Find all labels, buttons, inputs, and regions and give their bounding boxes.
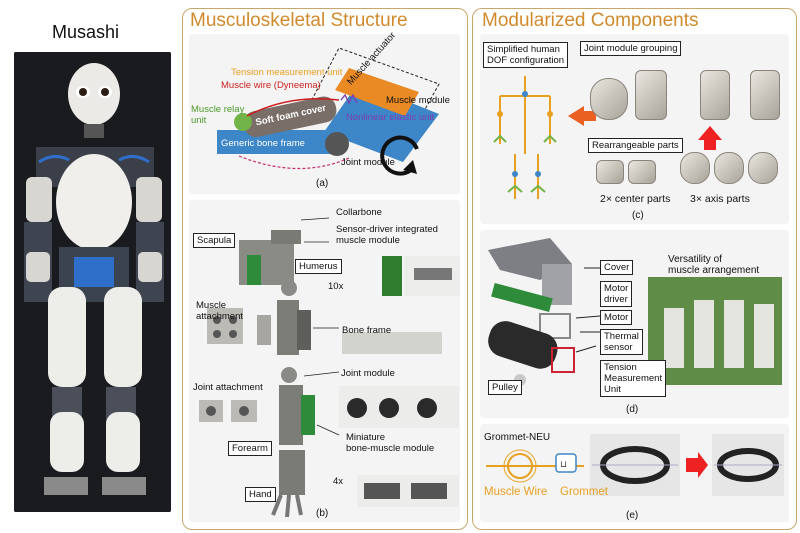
center-part-2 — [628, 160, 656, 184]
label-bone-frame-b: Bone frame — [342, 325, 392, 336]
diagram-b-illustration — [199, 217, 460, 518]
label-hand: Hand — [245, 487, 276, 502]
svg-text:⊔: ⊔ — [560, 459, 567, 469]
axis-part-2 — [714, 152, 744, 184]
label-scapula: Scapula — [193, 233, 236, 248]
label-bone-frame: Generic bone frame — [221, 138, 305, 149]
label-joint-module-b: Joint module — [341, 368, 395, 379]
label-tension: Tension Measurement Unit — [600, 360, 667, 397]
label-cover: Cover — [600, 260, 634, 275]
label-muscle-relay: Muscle relay unit — [191, 104, 245, 126]
label-pulley: Pulley — [488, 380, 522, 395]
diagram-d-illustration — [488, 238, 782, 386]
label-humerus: Humerus — [295, 259, 342, 274]
caption-e: (e) — [626, 510, 639, 521]
modularized-title: Modularized Components — [482, 10, 699, 31]
joint-group-part-4 — [750, 70, 780, 120]
label-forearm: Forearm — [228, 441, 272, 456]
axis-part-3 — [748, 152, 778, 184]
label-sensor-driver: Sensor-driver integrated muscle module — [336, 224, 438, 246]
label-motor: Motor — [600, 310, 633, 325]
axis-part-1 — [680, 152, 710, 184]
caption-d: (d) — [626, 404, 639, 415]
label-muscle-module: Muscle module — [386, 95, 450, 106]
label-muscle-attachment: Muscle attachment — [196, 300, 243, 322]
label-motor-driver: Motor driver — [600, 281, 633, 307]
label-simplified: Simplified human DOF configuration — [483, 42, 569, 68]
robot-title: Musashi — [52, 22, 120, 42]
label-grommet: Grommet — [560, 486, 608, 498]
label-nonlinear: Nonlinear elastic unit — [346, 112, 435, 123]
caption-a: (a) — [316, 178, 329, 189]
musculoskeletal-title: Musculoskeletal Structure — [190, 10, 408, 31]
label-4x: 4x — [333, 476, 344, 487]
label-joint-attachment: Joint attachment — [193, 382, 263, 393]
caption-c: (c) — [632, 210, 644, 221]
label-muscle-wire-e: Muscle Wire — [484, 486, 548, 498]
joint-group-part-1 — [590, 78, 628, 120]
label-grommet-neu: Grommet-NEU — [484, 432, 551, 443]
label-thermal: Thermal sensor — [600, 329, 643, 355]
diagram-e-illustration: ⊔ — [486, 434, 784, 496]
label-miniature: Miniature bone-muscle module — [346, 432, 435, 454]
label-joint-module: Joint module — [341, 157, 395, 168]
label-10x: 10x — [328, 281, 344, 292]
diagram-a-illustration — [217, 47, 440, 176]
diagram-b — [189, 200, 460, 522]
label-center-parts: 2× center parts — [600, 193, 671, 205]
robot-photo — [14, 52, 171, 512]
center-part-1 — [596, 160, 624, 184]
label-versatility: Versatility of muscle arrangement — [668, 254, 760, 276]
joint-group-part-3 — [700, 70, 730, 120]
label-muscle-wire: Muscle wire (Dyneema) — [221, 80, 321, 91]
label-grouping: Joint module grouping — [580, 41, 682, 56]
label-collarbone: Collarbone — [336, 207, 382, 218]
joint-group-part-2 — [635, 70, 667, 120]
caption-b: (b) — [316, 508, 329, 519]
label-rearrangeable: Rearrangeable parts — [588, 138, 683, 153]
label-axis-parts: 3× axis parts — [690, 193, 750, 205]
label-tension-unit: Tension measurement unit — [231, 67, 343, 78]
diagram-c-illustration — [493, 76, 722, 199]
